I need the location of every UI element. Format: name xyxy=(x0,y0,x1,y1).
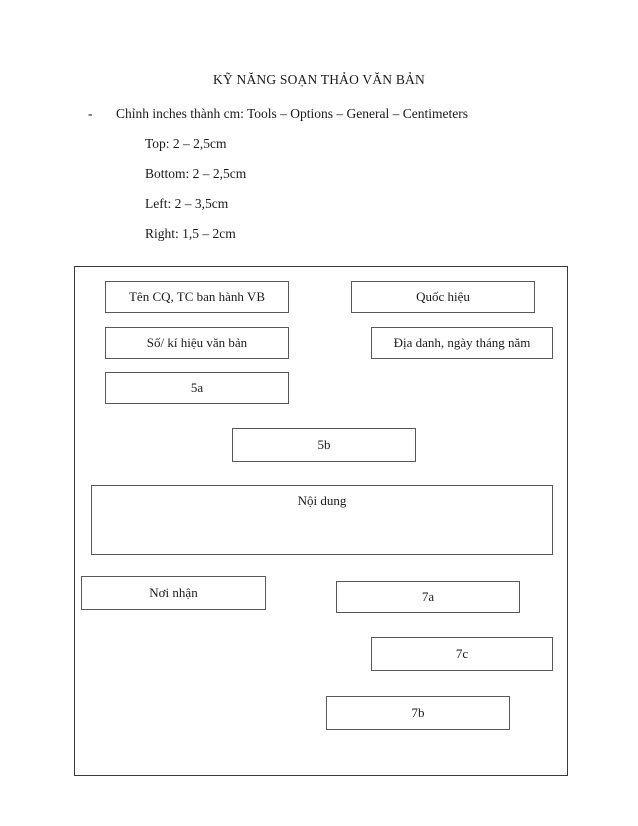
bullet-marker: - xyxy=(88,106,93,121)
box-7a: 7a xyxy=(336,581,520,613)
box-quoc-hieu: Quốc hiệu xyxy=(351,281,535,313)
margin-top-line: Top: 2 – 2,5cm xyxy=(145,136,227,151)
instruction-line: Chỉnh inches thành cm: Tools – Options –… xyxy=(116,106,469,121)
margin-right-line: Right: 1,5 – 2cm xyxy=(145,226,236,241)
box-noi-nhan: Nơi nhận xyxy=(81,576,266,610)
box-5b: 5b xyxy=(232,428,416,462)
box-7c: 7c xyxy=(371,637,553,671)
margin-bottom-line: Bottom: 2 – 2,5cm xyxy=(145,166,247,181)
box-5a: 5a xyxy=(105,372,289,404)
layout-diagram-frame: Tên CQ, TC ban hành VB Quốc hiệu Số/ kí … xyxy=(74,266,568,776)
page-title: KỸ NĂNG SOẠN THẢO VĂN BẢN xyxy=(213,72,425,87)
margin-left-line: Left: 2 – 3,5cm xyxy=(145,196,229,211)
box-so-ki-hieu-van-ban: Số/ kí hiệu văn bản xyxy=(105,327,289,359)
box-ten-cq-tc-ban-hanh-vb: Tên CQ, TC ban hành VB xyxy=(105,281,289,313)
box-dia-danh-ngay-thang-nam: Địa danh, ngày tháng năm xyxy=(371,327,553,359)
box-noi-dung: Nội dung xyxy=(91,485,553,555)
box-7b: 7b xyxy=(326,696,510,730)
